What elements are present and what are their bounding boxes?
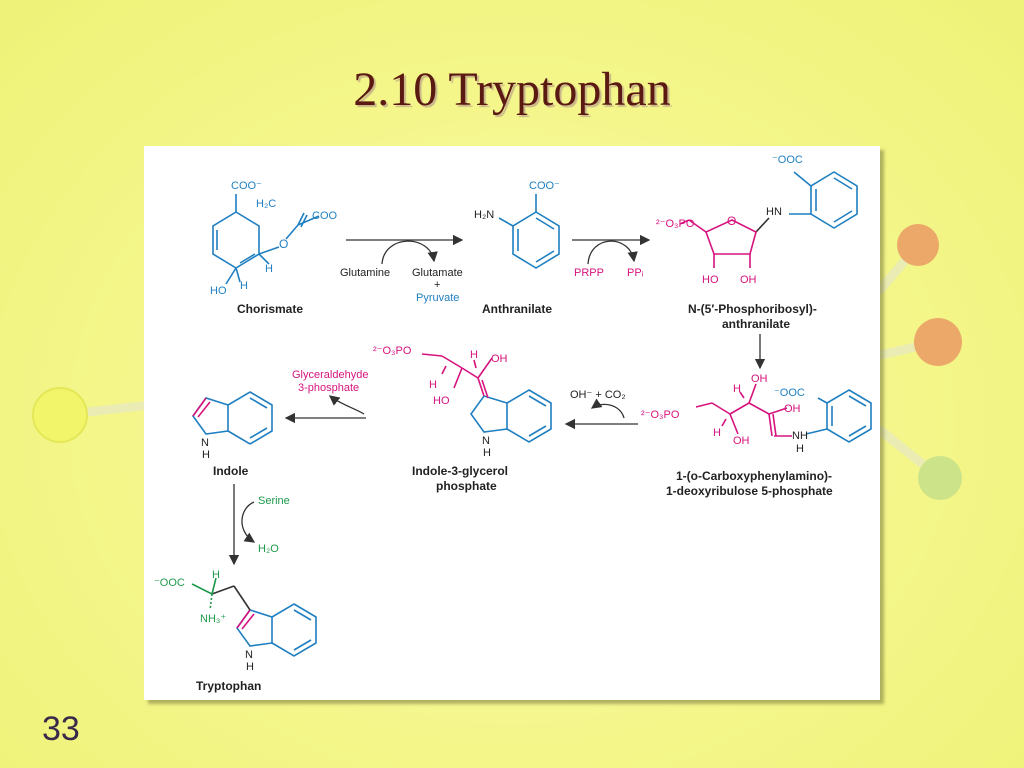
orange-ball-icon <box>914 318 962 366</box>
phosphoribosyl-anthranilate-structure <box>679 171 858 268</box>
reaction-arrow <box>564 398 638 430</box>
carboxylate-label: ⁻OOC <box>774 387 805 399</box>
prpp-label: PRPP <box>574 267 604 279</box>
phosphate-label: ²⁻O₃PO <box>641 409 680 421</box>
pathway-figure: COO⁻ H₂C COO O H H HO Chorismate Glutami… <box>144 146 880 700</box>
pyruvate-label: Pyruvate <box>416 292 459 304</box>
phosphate-label: ²⁻O₃PO <box>373 345 412 357</box>
yellow-ball-icon <box>32 387 88 443</box>
anthranilate-name: Anthranilate <box>482 302 552 316</box>
hydroxide-co2-label: OH⁻ + CO₂ <box>570 389 626 401</box>
indole-nitrogen-label: N <box>201 437 209 449</box>
indole-nitrogen-label: N <box>482 435 490 447</box>
orange-ball-icon <box>897 224 939 266</box>
ppi-label: PPᵢ <box>627 267 644 279</box>
indole-hydrogen-label: H <box>483 447 491 459</box>
tryptophan-structure <box>191 577 317 657</box>
reaction-arrow <box>346 234 464 265</box>
carboxylate-label: ⁻OOC <box>154 577 185 589</box>
ammonium-label: NH₃⁺ <box>200 613 226 625</box>
hydrogen-label: H <box>470 349 478 361</box>
hydrogen-label: H <box>265 263 273 275</box>
green-ball-icon <box>918 456 962 500</box>
hydroxyl-label: OH <box>751 373 768 385</box>
reaction-arrow <box>284 395 366 424</box>
hydrogen-label: H <box>733 383 741 395</box>
cdrp-name-line1: 1-(o-Carboxyphenylamino)- <box>676 469 832 483</box>
reaction-arrow <box>228 484 256 566</box>
amine-label: H₂N <box>474 209 494 221</box>
ether-oxygen-label: O <box>279 237 288 251</box>
slide-number: 33 <box>42 710 80 748</box>
carboxylate-label: ⁻OOC <box>772 154 803 166</box>
glyceraldehyde-label: Glyceraldehyde <box>292 369 368 381</box>
plus-sign: + <box>434 279 440 291</box>
glutamine-label: Glutamine <box>340 267 390 279</box>
secondary-amine-label: HN <box>766 206 782 218</box>
indole-hydrogen-label: H <box>246 661 254 673</box>
glutamate-label: Glutamate <box>412 267 463 279</box>
hydrogen-label: H <box>713 427 721 439</box>
hydroxyl-label: HO <box>433 395 450 407</box>
indole-name: Indole <box>213 464 249 478</box>
chorismate-structure <box>212 194 320 285</box>
ring-oxygen-label: O <box>727 214 736 228</box>
indole-structure <box>192 391 273 445</box>
hydroxyl-label: OH <box>733 435 750 447</box>
hydroxyl-label: HO <box>210 285 227 297</box>
amine-hydrogen-label: H <box>796 443 804 455</box>
three-phosphate-label: 3-phosphate <box>298 382 359 394</box>
carboxylate-label: COO⁻ <box>529 180 560 192</box>
hydrogen-label: H <box>429 379 437 391</box>
reaction-arrow <box>572 234 651 265</box>
methylene-label: H₂C <box>256 198 276 210</box>
indole-glycerol-phosphate-structure <box>421 353 552 443</box>
slide-title: 2.10 Tryptophan <box>353 63 671 116</box>
hydroxyl-label: OH <box>740 274 757 286</box>
tryptophan-pathway-diagram: COO⁻ H₂C COO O H H HO Chorismate Glutami… <box>154 154 872 693</box>
serine-label: Serine <box>258 495 290 507</box>
anthranilate-structure <box>498 194 560 269</box>
carboxylate-label: COO⁻ <box>231 180 262 192</box>
indole-hydrogen-label: H <box>202 449 210 461</box>
hydroxyl-label: HO <box>702 274 719 286</box>
chorismate-name: Chorismate <box>237 302 303 316</box>
water-label: H₂O <box>258 543 279 555</box>
alpha-hydrogen-label: H <box>212 569 220 581</box>
carboxyphenylamino-deoxyribulose-phosphate-structure <box>695 383 872 443</box>
hydroxyl-label: OH <box>491 353 508 365</box>
igp-name-line2: phosphate <box>436 479 497 493</box>
cdrp-name-line2: 1-deoxyribulose 5-phosphate <box>666 484 833 498</box>
carboxyl-label: COO <box>312 210 338 222</box>
hydrogen-label: H <box>240 280 248 292</box>
amine-label: NH <box>792 430 808 442</box>
enol-hydroxyl-label: OH <box>784 403 801 415</box>
prpa-name-line2: anthranilate <box>722 317 790 331</box>
tryptophan-name: Tryptophan <box>196 679 261 693</box>
igp-name-line1: Indole-3-glycerol <box>412 464 508 478</box>
phosphate-label: ²⁻O₃PO <box>656 218 695 230</box>
indole-nitrogen-label: N <box>245 649 253 661</box>
prpa-name-line1: N-(5′-Phosphoribosyl)- <box>688 302 817 316</box>
